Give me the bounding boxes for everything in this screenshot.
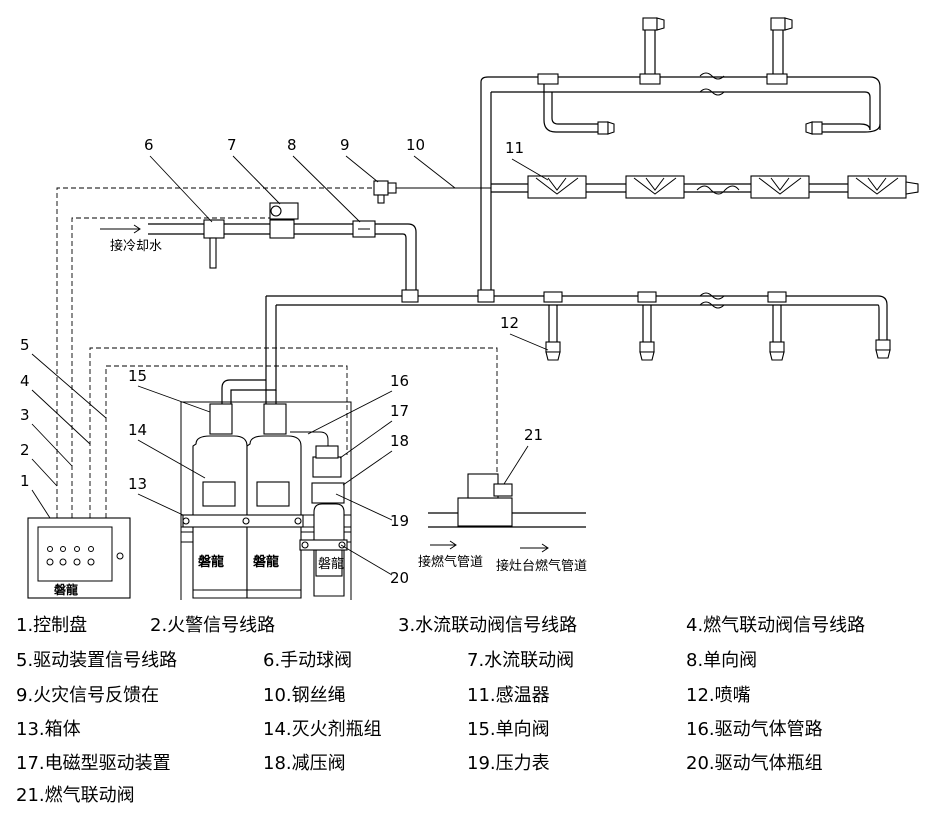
callout-5: 5	[20, 336, 30, 354]
callout-12: 12	[500, 314, 519, 332]
nozzle	[545, 341, 561, 361]
drive-device-signal-line	[105, 365, 348, 518]
nozzle	[597, 121, 615, 135]
legend-item-14: 14.灭火剂瓶组	[263, 719, 382, 740]
pipe-network	[148, 30, 918, 410]
heat-detector	[527, 175, 587, 199]
nozzle	[805, 121, 823, 135]
check-valve	[352, 220, 376, 238]
callout-18: 18	[390, 432, 409, 450]
brand-mark: 磐龍	[318, 556, 344, 572]
system-diagram: 磐龍 磐龍 磐龍 接燃气管道 接灶台燃气管道	[20, 17, 919, 600]
nozzle	[769, 341, 785, 361]
callout-8: 8	[287, 136, 297, 154]
callout-4: 4	[20, 372, 30, 390]
nozzle	[770, 17, 793, 31]
heat-detector	[625, 175, 685, 199]
callout-11: 11	[505, 139, 524, 157]
legend-item-20: 20.驱动气体瓶组	[686, 753, 823, 774]
callouts: 1 2 3 4 5 6 7 8 9 10 11 12 13 14 15 16 1…	[20, 136, 549, 587]
legend-item-9: 9.火灾信号反馈在	[16, 685, 160, 706]
nozzle	[875, 339, 891, 359]
nozzle	[642, 17, 665, 31]
callout-3: 3	[20, 406, 30, 424]
break-marks	[696, 72, 740, 309]
cooling-water-label: 接冷却水	[110, 238, 162, 254]
water-valve-signal-line	[71, 217, 275, 518]
pipe-fittings	[401, 73, 788, 303]
legend-item-19: 19.压力表	[467, 753, 550, 774]
callout-2: 2	[20, 441, 30, 459]
drive-gas-cylinder: 磐龍	[299, 445, 348, 597]
panel-indicators	[46, 546, 124, 566]
callout-13: 13	[128, 475, 147, 493]
gas-valve-signal-line	[89, 347, 498, 518]
brand-mark: 磐龍	[198, 554, 224, 570]
callout-9: 9	[340, 136, 350, 154]
gas-inlet-label: 接燃气管道	[418, 554, 483, 570]
legend-item-11: 11.感温器	[467, 685, 550, 706]
legend-item-8: 8.单向阀	[686, 650, 758, 671]
legend-item-10: 10.钢丝绳	[263, 685, 346, 706]
water-flow-valve	[269, 202, 299, 239]
legend-item-13: 13.箱体	[16, 719, 81, 740]
heat-detector	[750, 175, 810, 199]
nozzles	[545, 17, 891, 361]
legend-item-2: 2.火警信号线路	[150, 615, 276, 636]
legend-item-18: 18.减压阀	[263, 753, 346, 774]
callout-14: 14	[128, 421, 147, 439]
legend-item-1: 1.控制盘	[16, 615, 88, 636]
brand-mark: 磐龍	[253, 554, 279, 570]
manual-ball-valve	[203, 219, 225, 269]
legend-item-15: 15.单向阀	[467, 719, 550, 740]
signal-lines	[56, 187, 498, 518]
control-panel: 磐龍	[27, 517, 131, 599]
legend-item-5: 5.驱动装置信号线路	[16, 650, 178, 671]
callout-1: 1	[20, 472, 30, 490]
legend: 1.控制盘 2.火警信号线路 3.水流联动阀信号线路 4.燃气联动阀信号线路 5…	[0, 605, 929, 810]
legend-item-3: 3.水流联动阀信号线路	[398, 615, 578, 636]
fire-alarm-signal-line	[56, 187, 384, 518]
fire-signal-feedback	[373, 180, 397, 204]
stove-gas-label: 接灶台燃气管道	[496, 558, 587, 574]
callout-6: 6	[144, 136, 154, 154]
legend-item-21: 21.燃气联动阀	[16, 785, 135, 806]
callout-7: 7	[227, 136, 237, 154]
callout-10: 10	[406, 136, 425, 154]
callout-21: 21	[524, 426, 543, 444]
callout-16: 16	[390, 372, 409, 390]
callout-19: 19	[390, 512, 409, 530]
heat-detector	[847, 175, 907, 199]
panel-brand: 磐龍	[54, 582, 78, 597]
callout-20: 20	[390, 569, 409, 587]
nozzle	[639, 341, 655, 361]
drive-gas-pipe	[290, 431, 329, 456]
gas-linkage-valve: 接燃气管道 接灶台燃气管道	[418, 473, 587, 574]
legend-item-4: 4.燃气联动阀信号线路	[686, 615, 866, 636]
legend-item-7: 7.水流联动阀	[467, 650, 575, 671]
legend-item-6: 6.手动球阀	[263, 650, 353, 671]
legend-item-12: 12.喷嘴	[686, 685, 751, 706]
agent-bottle-group: 磐龍 磐龍	[182, 403, 304, 599]
legend-item-17: 17.电磁型驱动装置	[16, 753, 171, 774]
callout-17: 17	[390, 402, 409, 420]
legend-item-16: 16.驱动气体管路	[686, 719, 823, 740]
cooling-water-arrow	[100, 224, 141, 234]
callout-15: 15	[128, 367, 147, 385]
heat-detectors	[527, 175, 919, 199]
